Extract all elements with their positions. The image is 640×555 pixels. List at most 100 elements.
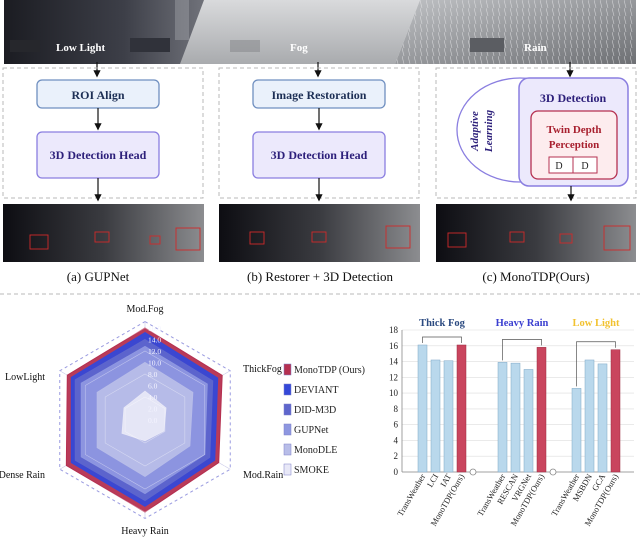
radar-axis-label: Dense Rain xyxy=(0,470,45,481)
radar-axis-label: Mod.Fog xyxy=(127,304,164,315)
fog-image xyxy=(180,0,420,64)
detection-boxes xyxy=(29,225,631,251)
legend-label: DEVIANT xyxy=(294,385,338,396)
bar xyxy=(571,388,582,473)
car-shape xyxy=(130,38,170,52)
legend-label: MonoDLE xyxy=(294,445,337,456)
bar xyxy=(523,369,534,473)
bar xyxy=(443,360,454,473)
bar-y-tick: 16 xyxy=(389,341,399,351)
condition-image-strip: Low Light Fog Rain xyxy=(4,0,636,64)
bar xyxy=(417,344,428,473)
bar xyxy=(597,363,608,473)
radar-axis-label: LowLight xyxy=(5,372,45,383)
bar xyxy=(510,362,521,473)
group-separator xyxy=(469,468,477,476)
radar-tick-label: 14.0 xyxy=(148,336,161,345)
bar xyxy=(610,349,621,473)
group-separator xyxy=(549,468,557,476)
panel-restorer: Image Restoration 3D Detection Head xyxy=(218,67,420,202)
radar-tick-label: 2.0 xyxy=(148,405,158,414)
radar-tick-label: 12.0 xyxy=(148,347,161,356)
bar-group-title: Low Light xyxy=(573,318,620,329)
radar-grid-ring xyxy=(84,350,206,490)
condition-label-low-light: Low Light xyxy=(56,42,106,54)
bar-category-label: TransWeather xyxy=(395,472,427,518)
bar-y-tick: 4 xyxy=(394,435,399,445)
bar-group-title: Heavy Rain xyxy=(496,318,549,329)
legend-label: MonoTDP (Ours) xyxy=(294,365,365,376)
bar xyxy=(430,359,441,473)
twin-depth-label-line1: Twin Depth xyxy=(546,124,601,136)
detection-module-label: 3D Detection xyxy=(540,91,607,105)
legend-swatch xyxy=(283,383,292,396)
radar-axis-label: Mod.Rain xyxy=(243,470,283,481)
radar-grid-ring xyxy=(65,327,225,513)
bar-chart: 024681012141618TransWeatherLCIIATMonoTDP… xyxy=(389,318,634,528)
building-shape xyxy=(175,0,189,40)
radar-tick-label: 4.0 xyxy=(148,393,158,402)
bar-category-label: LCI xyxy=(425,472,441,489)
panel-monotdp: Adaptive Learning 3D Detection Twin Dept… xyxy=(435,67,637,202)
legend-swatch xyxy=(283,363,292,376)
detection-head-label: 3D Detection Head xyxy=(50,148,147,162)
result-image-restorer xyxy=(219,204,420,262)
condition-label-fog: Fog xyxy=(290,42,308,54)
bar-y-tick: 8 xyxy=(394,404,399,414)
radar-axis-label: Heavy Rain xyxy=(121,526,169,537)
roi-align-label: ROI Align xyxy=(71,88,124,102)
image-restoration-label: Image Restoration xyxy=(272,88,367,102)
radar-tick-label: 6.0 xyxy=(148,382,158,391)
bar-y-tick: 0 xyxy=(394,467,399,477)
legend-label: SMOKE xyxy=(294,465,329,476)
low-light-image xyxy=(4,0,204,64)
legend-swatch xyxy=(283,463,292,476)
bar-y-tick: 18 xyxy=(389,325,399,335)
radar-series xyxy=(121,390,167,442)
bar-y-tick: 14 xyxy=(389,357,399,367)
radar-tick-label: 16.0 xyxy=(148,324,161,333)
car-shape xyxy=(230,40,260,52)
radar-chart: 0.0 2.0 4.0 6.0 8.0 10.0 12.0 14.0 16.0 Mod.FogTh… xyxy=(0,304,283,537)
radar-tick-label: 0.0 xyxy=(148,416,158,425)
panel-frame xyxy=(435,67,637,199)
result-image-gupnet xyxy=(3,204,204,262)
legend-swatch xyxy=(283,443,292,456)
bar-y-tick: 2 xyxy=(394,451,399,461)
caption-monotdp: (c) MonoTDP(Ours) xyxy=(482,269,589,284)
legend-swatch xyxy=(283,403,292,416)
twin-depth-label-line2: Perception xyxy=(549,139,600,151)
legend-label: DID-M3D xyxy=(294,405,336,416)
radar-legend: MonoTDP (Ours) DEVIANT DID-M3D GUPNetMonoDL… xyxy=(283,363,365,476)
bar-group-title: Thick Fog xyxy=(419,318,466,329)
result-image-monotdp xyxy=(436,204,636,262)
bar xyxy=(584,359,595,473)
radar-grid-ring xyxy=(104,373,186,467)
bar-y-tick: 10 xyxy=(389,388,399,398)
bar-bracket xyxy=(422,336,462,343)
depth-chip-2: D xyxy=(581,161,588,172)
learning-label: Learning xyxy=(483,109,495,153)
depth-chip-1: D xyxy=(555,161,562,172)
bar xyxy=(536,347,547,473)
legend-swatch xyxy=(283,423,292,436)
car-shape xyxy=(10,40,40,52)
panel-gupnet: ROI Align 3D Detection Head xyxy=(2,67,204,202)
legend-label: GUPNet xyxy=(294,425,329,436)
car-shape xyxy=(470,38,504,52)
detection-head-label: 3D Detection Head xyxy=(271,148,368,162)
radar-axis-label: ThickFog xyxy=(243,364,282,375)
bar-y-tick: 6 xyxy=(394,420,399,430)
caption-restorer: (b) Restorer + 3D Detection xyxy=(247,269,393,284)
bar xyxy=(497,362,508,473)
result-images xyxy=(3,204,636,262)
radar-grid-ring xyxy=(124,396,166,444)
radar-tick-label: 10.0 xyxy=(148,359,161,368)
bar xyxy=(456,344,467,473)
caption-gupnet: (a) GUPNet xyxy=(67,269,130,284)
panel-frame xyxy=(2,67,204,199)
radar-tick-label: 8.0 xyxy=(148,370,158,379)
bar-y-tick: 12 xyxy=(389,372,398,382)
